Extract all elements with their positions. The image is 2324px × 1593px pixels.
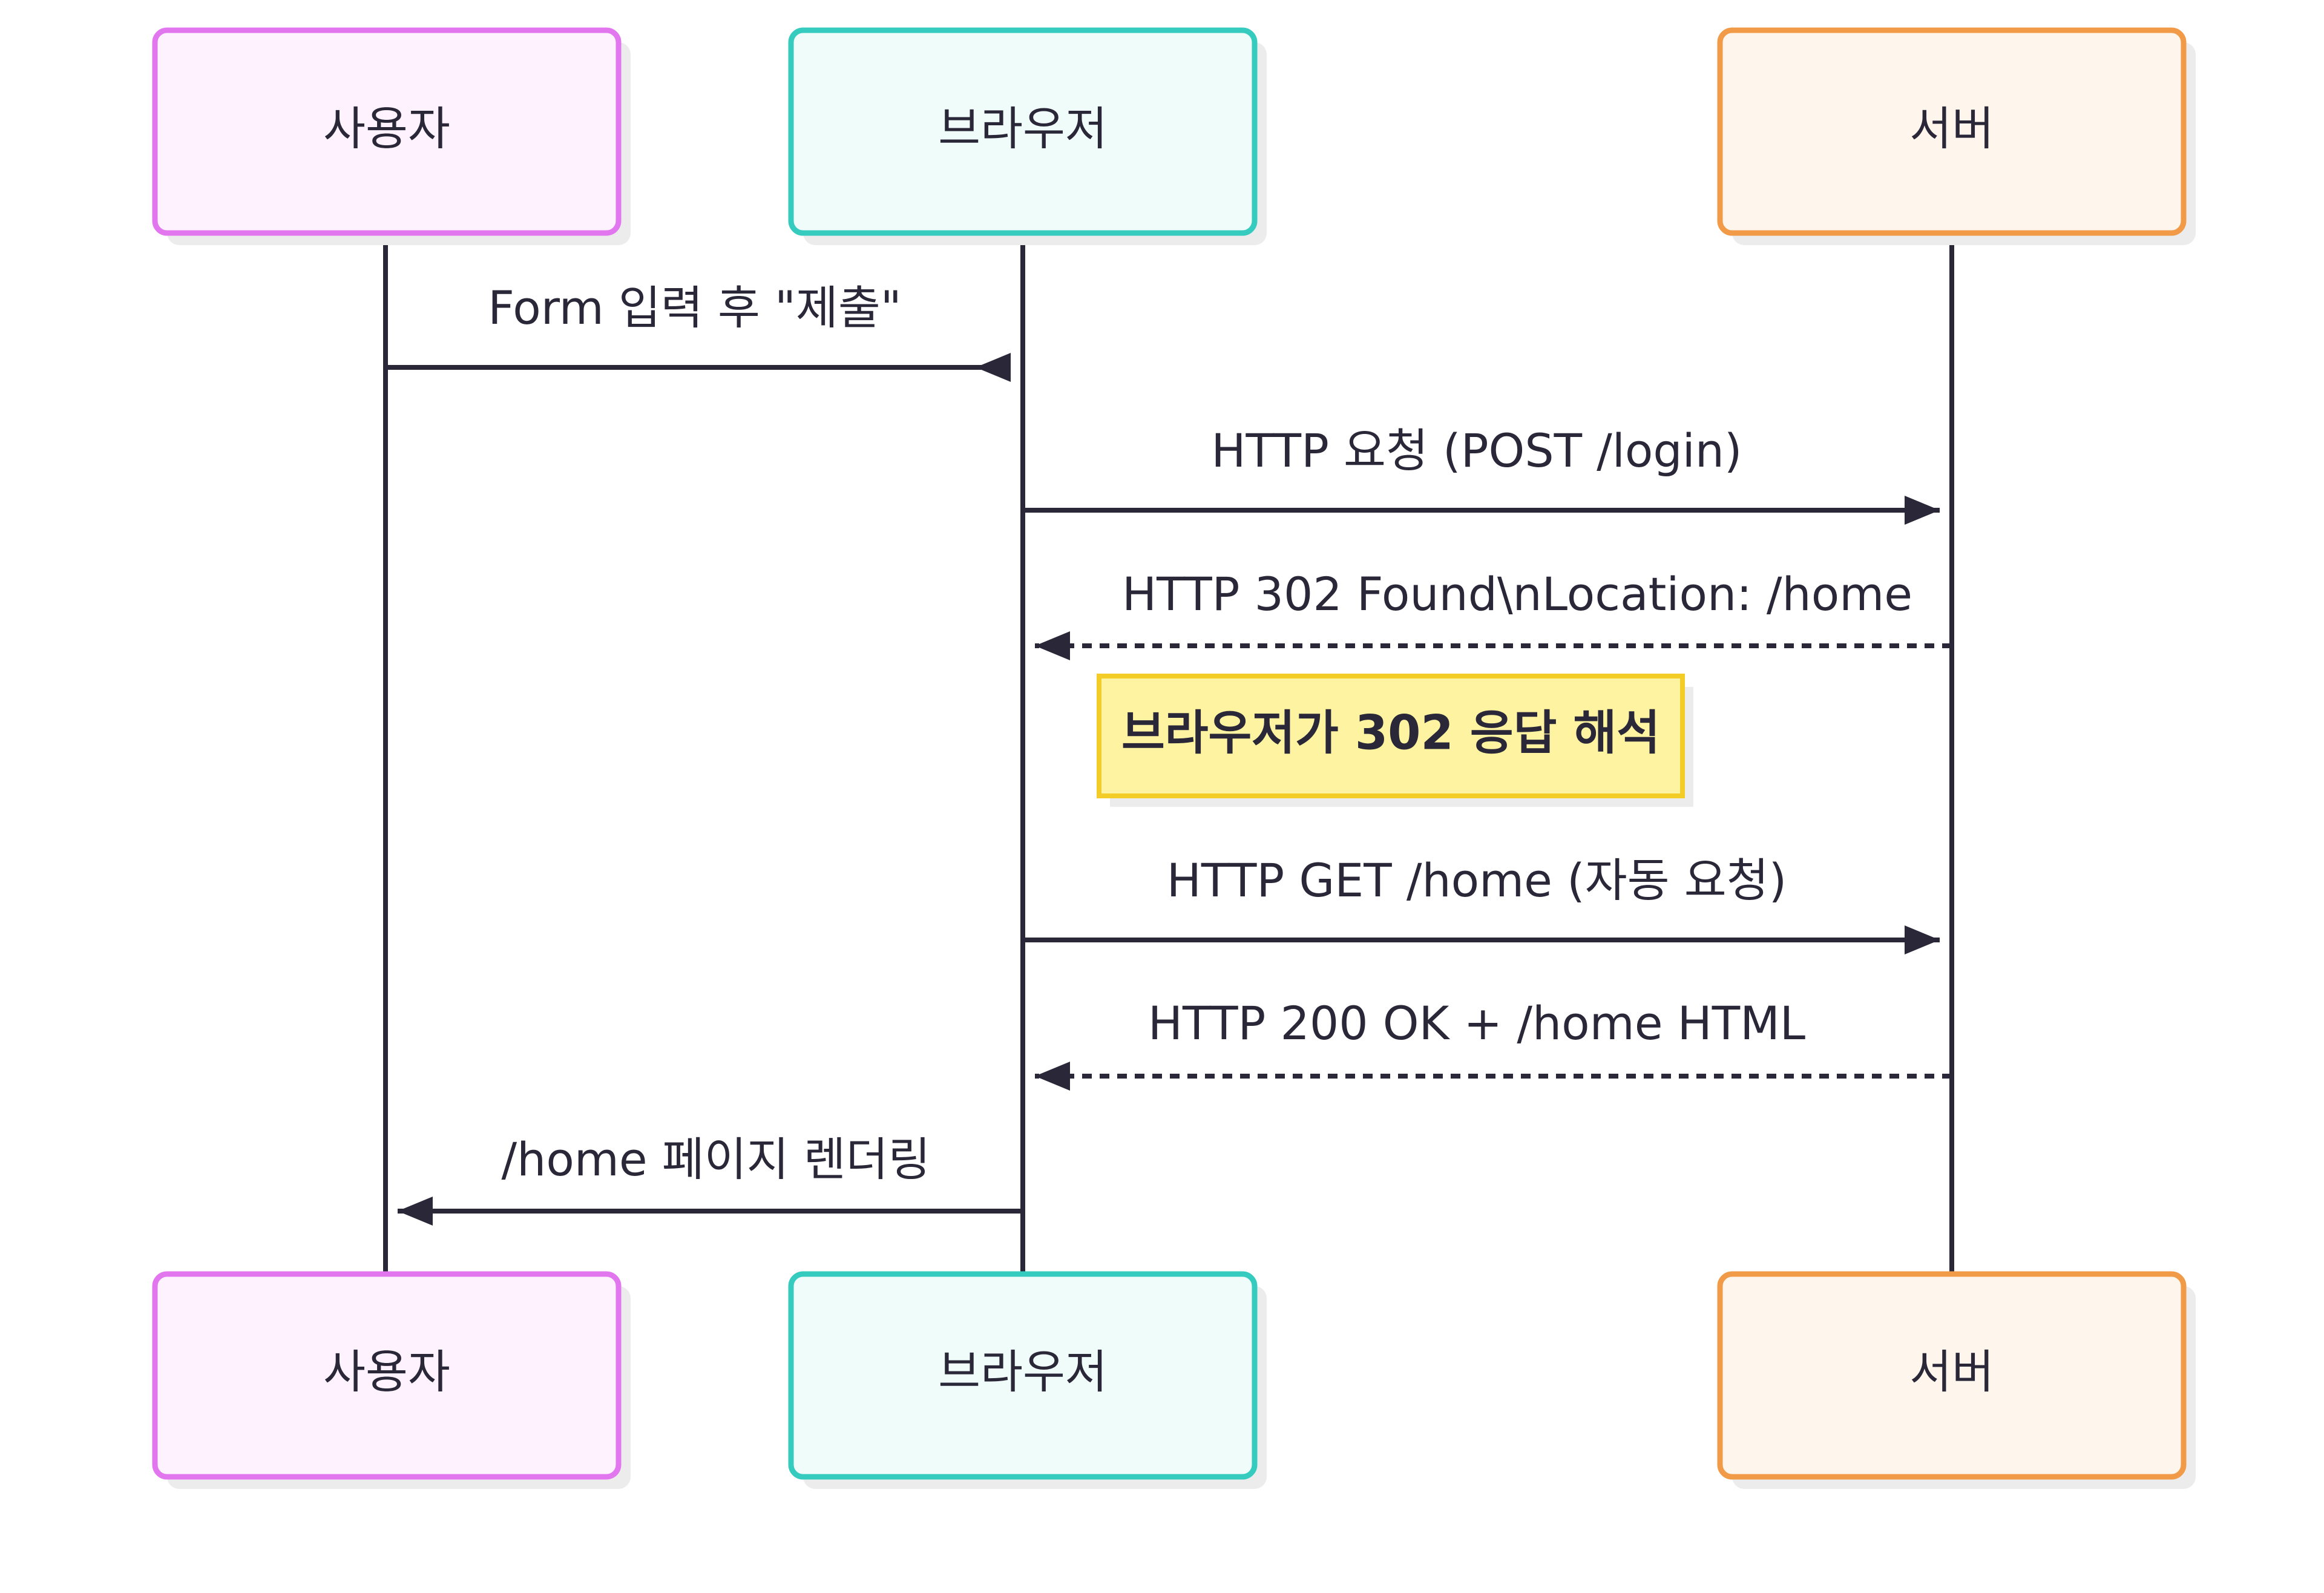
actor-label: 브라우저: [938, 1345, 1108, 1399]
actor-server-bottom: 서버: [1717, 1271, 2196, 1489]
actor-label: 사용자: [323, 1345, 450, 1399]
arrowhead-icon: [1035, 1062, 1070, 1091]
arrowhead-icon: [398, 1197, 433, 1226]
actor-label: 서버: [1909, 1345, 1994, 1399]
arrowhead-icon: [976, 353, 1011, 382]
arrowhead-icon: [1905, 496, 1940, 525]
message-label: HTTP GET /home (자동 요청): [1167, 853, 1787, 907]
actor-box: [152, 1271, 622, 1480]
message-label: Form 입력 후 "제출": [488, 281, 901, 335]
actor-box: [1717, 27, 2187, 236]
actor-browser-top: 브라우저: [788, 27, 1267, 245]
message-label: HTTP 200 OK + /home HTML: [1148, 996, 1805, 1050]
note-box: [1097, 674, 1685, 798]
actor-box: [1717, 1271, 2187, 1480]
lifelines: [383, 233, 1954, 1274]
message-6: /home 페이지 렌더링: [398, 1132, 1023, 1226]
actor-box: [788, 1271, 1258, 1480]
message-1: Form 입력 후 "제출": [386, 281, 1011, 382]
actor-label: 사용자: [323, 102, 450, 156]
actor-browser-bottom: 브라우저: [788, 1271, 1267, 1489]
arrowhead-icon: [1905, 925, 1940, 954]
actor-user-bottom: 사용자: [152, 1271, 631, 1489]
message-2: HTTP 요청 (POST /login): [1023, 424, 1940, 525]
arrowhead-icon: [1035, 631, 1070, 660]
message-label: /home 페이지 렌더링: [502, 1132, 931, 1186]
actor-server-top: 서버: [1717, 27, 2196, 245]
actor-user-top: 사용자: [152, 27, 631, 245]
actor-box: [152, 27, 622, 236]
message-4: HTTP GET /home (자동 요청): [1023, 853, 1940, 954]
message-label: HTTP 요청 (POST /login): [1211, 424, 1742, 478]
message-5: HTTP 200 OK + /home HTML: [1035, 996, 1952, 1091]
message-label: HTTP 302 Found\nLocation: /home: [1122, 567, 1912, 621]
note: 브라우저가 302 응답 해석: [1097, 674, 1693, 807]
note-label: 브라우저가 302 응답 해석: [1121, 706, 1660, 760]
actor-label: 서버: [1909, 102, 1994, 156]
message-3: HTTP 302 Found\nLocation: /home: [1035, 567, 1952, 660]
actor-box: [788, 27, 1258, 236]
actor-label: 브라우저: [938, 102, 1108, 156]
